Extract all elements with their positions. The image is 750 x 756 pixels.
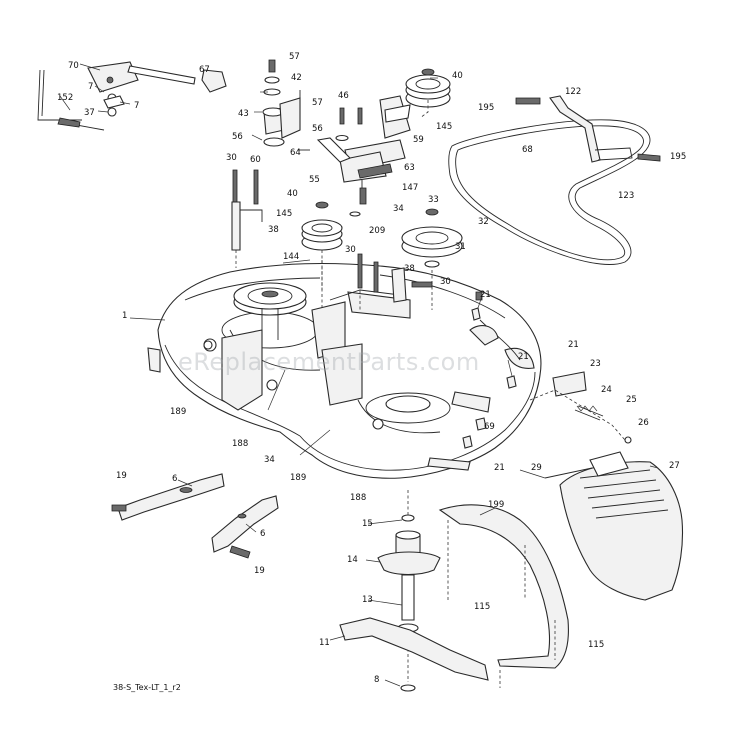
deck-support-bolts <box>321 253 433 310</box>
callout-188a: 188 <box>232 439 248 449</box>
idler-bracket-assembly <box>316 95 411 217</box>
callout-27: 27 <box>669 461 680 471</box>
callout-21d: 21 <box>494 463 505 473</box>
callout-31: 31 <box>455 242 466 252</box>
callout-1: 1 <box>122 311 127 321</box>
callout-115b: 115 <box>588 640 604 650</box>
callout-26: 26 <box>638 418 649 428</box>
callout-19a: 19 <box>116 471 127 481</box>
callout-25: 25 <box>626 395 637 405</box>
callout-30c: 30 <box>440 277 451 287</box>
callout-209: 209 <box>369 226 385 236</box>
callout-122: 122 <box>565 87 581 97</box>
callout-189b: 189 <box>290 473 306 483</box>
callout-7a: 7 <box>88 82 93 92</box>
callout-21b: 21 <box>518 352 529 362</box>
callout-38a: 38 <box>268 225 279 235</box>
callout-63: 63 <box>404 163 415 173</box>
callout-115a: 115 <box>474 602 490 612</box>
callout-56a: 56 <box>232 132 243 142</box>
callout-40b: 40 <box>287 189 298 199</box>
callout-60: 60 <box>250 155 261 165</box>
callout-32: 32 <box>478 217 489 227</box>
callout-34a: 34 <box>393 204 404 214</box>
callout-6b: 6 <box>260 529 265 539</box>
callout-59: 59 <box>413 135 424 145</box>
callout-30b: 30 <box>345 245 356 255</box>
callout-21c: 21 <box>568 340 579 350</box>
callout-195a: 195 <box>478 103 494 113</box>
callout-188b: 188 <box>350 493 366 503</box>
callout-21a: 21 <box>480 290 491 300</box>
misc-hardware <box>203 149 483 350</box>
callout-145b: 145 <box>276 209 292 219</box>
callout-34b: 34 <box>264 455 275 465</box>
idler-arm-assembly <box>262 59 301 147</box>
callout-145a: 145 <box>436 122 452 132</box>
callout-57b: 57 <box>312 98 323 108</box>
callout-labels: 70 67 7 7 152 37 57 42 43 56 60 57 46 56… <box>57 52 686 685</box>
callout-30a: 30 <box>226 153 237 163</box>
callout-42: 42 <box>291 73 302 83</box>
chute-mounting-hardware <box>462 307 632 449</box>
callout-70: 70 <box>68 61 79 71</box>
callout-68: 68 <box>522 145 533 155</box>
callout-33: 33 <box>428 195 439 205</box>
discharge-chute <box>544 451 684 601</box>
callout-19b: 19 <box>254 566 265 576</box>
callout-43: 43 <box>238 109 249 119</box>
callout-199: 199 <box>488 500 504 510</box>
engagement-linkage <box>37 61 227 131</box>
callout-11: 11 <box>319 638 330 648</box>
callout-37: 37 <box>84 108 95 118</box>
callout-23: 23 <box>590 359 601 369</box>
callout-57a: 57 <box>289 52 300 62</box>
callout-55: 55 <box>309 175 320 185</box>
callout-46: 46 <box>338 91 349 101</box>
spindle-blade-assembly <box>339 490 489 692</box>
watermark: eReplacementParts.com <box>178 348 480 376</box>
drawing-number: 38-S_Tex-LT_1_r2 <box>113 683 181 692</box>
idler-pulley-lower <box>301 201 343 310</box>
callout-29: 29 <box>531 463 542 473</box>
deck-spindle-pulley-left <box>233 282 307 340</box>
callout-13: 13 <box>362 595 373 605</box>
callout-56b: 56 <box>312 124 323 134</box>
callout-152: 152 <box>57 93 73 103</box>
callout-15: 15 <box>362 519 373 529</box>
callout-7b: 7 <box>134 101 139 111</box>
deck-drive-belt <box>448 95 661 265</box>
callout-14: 14 <box>347 555 358 565</box>
callout-38b: 38 <box>404 264 415 274</box>
callout-24: 24 <box>601 385 612 395</box>
callout-189a: 189 <box>170 407 186 417</box>
deck-hanger-brackets <box>111 473 279 559</box>
callout-8: 8 <box>374 675 379 685</box>
callout-40a: 40 <box>452 71 463 81</box>
rear-hanger-bolts <box>231 169 263 268</box>
idler-pulley-upper <box>405 68 451 119</box>
leader-lines <box>59 63 659 687</box>
rear-baffle <box>438 504 569 688</box>
callout-144: 144 <box>283 252 299 262</box>
callout-195b: 195 <box>670 152 686 162</box>
callout-69: 69 <box>484 422 495 432</box>
callout-147: 147 <box>402 183 418 193</box>
callout-64: 64 <box>290 148 301 158</box>
callout-123: 123 <box>618 191 634 201</box>
callout-6a: 6 <box>172 474 177 484</box>
deck-brackets <box>203 289 411 430</box>
callout-67: 67 <box>199 65 210 75</box>
deck-spindle-pulley-right <box>401 208 463 310</box>
